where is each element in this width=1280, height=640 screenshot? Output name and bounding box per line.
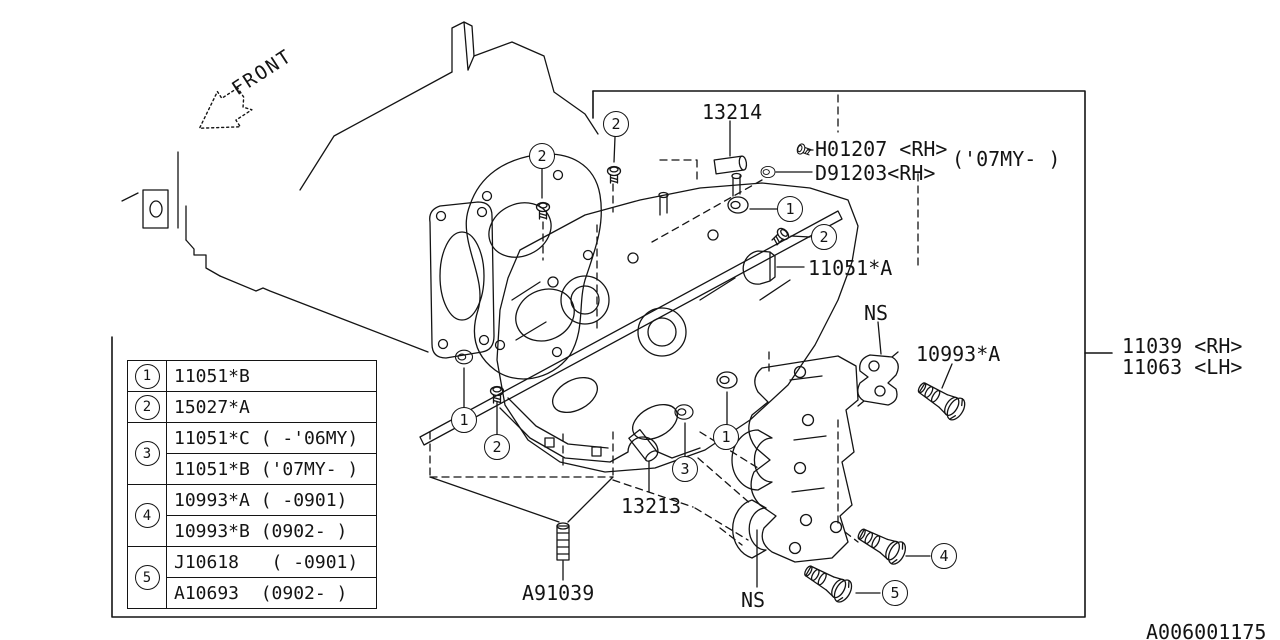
part-label-13214: 13214 [702, 100, 763, 124]
part-label-13213: 13213 [621, 494, 682, 518]
border-frame [111, 90, 1113, 618]
part-label-a91039: A91039 [522, 581, 595, 605]
callout-2: 2 [603, 111, 629, 137]
part-number-cell: 15027*A [166, 391, 377, 423]
row-number-badge: 2 [134, 394, 160, 420]
table-row: 10993*B (0902- ) [128, 515, 377, 547]
ns-label-upper: NS [864, 301, 889, 325]
engine-block-drawing [121, 21, 599, 359]
ns-bracket-drawing [857, 351, 899, 407]
part-label-h01207: H01207 <RH> [815, 137, 948, 161]
part-number-cell: 11051*B [166, 360, 377, 392]
parts-reference-table: 1 11051*B 2 15027*A 3 11051*C ( -'06MY) … [127, 360, 377, 609]
table-row: 4 10993*A ( -0901) [127, 484, 377, 547]
part-number-cell: J10618 ( -0901) [166, 546, 377, 578]
leader-lines [429, 120, 953, 594]
part-number-cell: A10693 (0902- ) [166, 577, 377, 609]
part-number-cell: 10993*A ( -0901) [166, 484, 377, 516]
table-row: 2 15027*A [127, 391, 377, 423]
hardware-parts [454, 142, 969, 606]
part-label-11063-lh: 11063 <LH> [1122, 355, 1243, 379]
callout-2: 2 [811, 224, 837, 250]
table-row: 5 J10618 ( -0901) [127, 546, 377, 609]
table-row: 1 11051*B [127, 360, 377, 392]
row-number-badge: 1 [134, 363, 160, 389]
part-number-cell: 10993*B (0902- ) [166, 515, 377, 547]
callout-2: 2 [529, 143, 555, 169]
row-number-badge: 3 [134, 441, 160, 466]
projection-lines [429, 94, 919, 546]
part-label-10993a: 10993*A [916, 342, 1001, 366]
callout-5: 5 [882, 580, 908, 606]
part-number-cell: 11051*B ('07MY- ) [166, 453, 377, 485]
drawing-number: A006001175 [1146, 620, 1267, 640]
cam-carrier-drawing [731, 355, 859, 563]
table-row: A10693 (0902- ) [128, 577, 377, 609]
table-row: 3 11051*C ( -'06MY) [127, 422, 377, 485]
callout-3: 3 [672, 456, 698, 482]
callout-2: 2 [484, 434, 510, 460]
cylinder-head-drawing [419, 172, 859, 473]
front-arrow-icon [198, 87, 253, 129]
table-row: 11051*B ('07MY- ) [128, 453, 377, 485]
ns-label-lower: NS [741, 588, 766, 612]
model-year-note: ('07MY- ) [952, 147, 1061, 171]
part-number-cell: 11051*C ( -'06MY) [166, 422, 377, 454]
row-number-badge: 4 [134, 503, 160, 528]
row-number-badge: 5 [134, 565, 160, 590]
part-label-11051a: 11051*A [808, 256, 893, 280]
head-gasket-drawing [465, 153, 602, 380]
part-label-11039-rh: 11039 <RH> [1122, 334, 1243, 358]
callout-4: 4 [931, 543, 957, 569]
callout-1: 1 [713, 424, 739, 450]
part-label-d91203: D91203<RH> [815, 161, 936, 185]
callout-1: 1 [451, 407, 477, 433]
callout-1: 1 [777, 196, 803, 222]
